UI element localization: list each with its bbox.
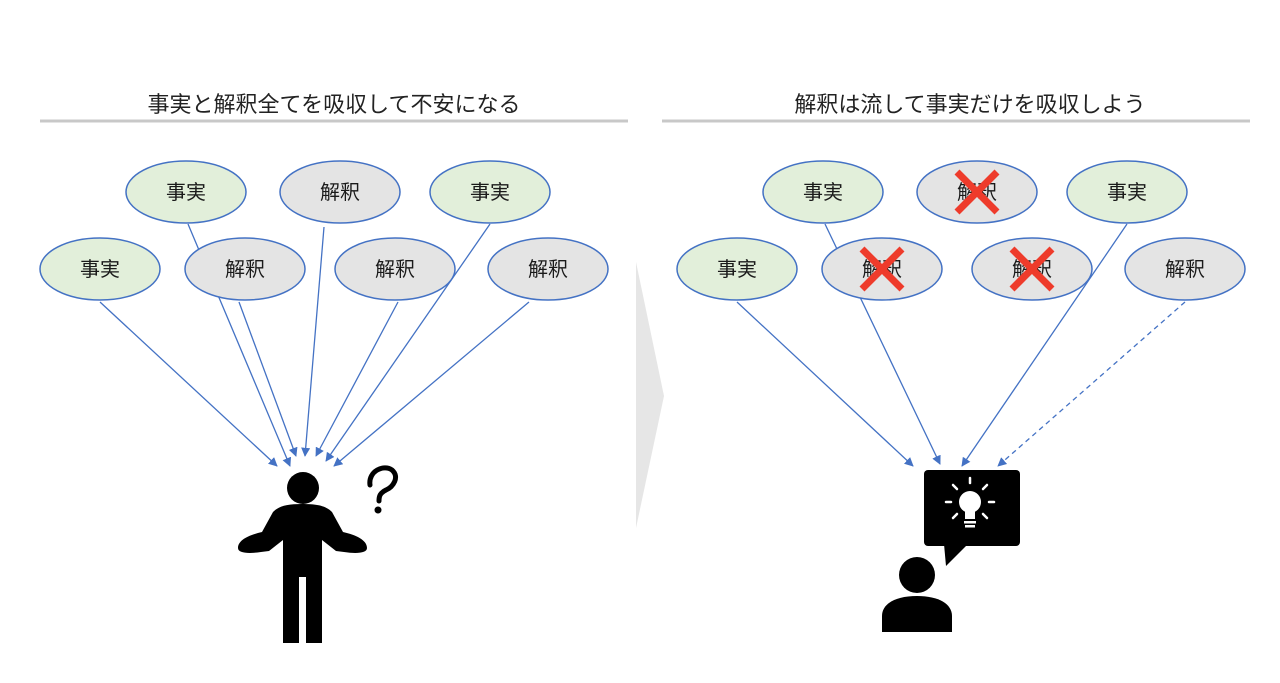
right-node-label: 事実 [803,180,843,204]
left-node-ellipse [334,237,456,301]
right-panel-title: 解釈は流して事実だけを吸収しよう [794,93,1145,118]
right-node-label: 事実 [1107,180,1147,204]
left-node-interpretation: 解釈 [184,237,306,301]
right-node-ellipse [762,160,884,224]
right-arrow-3 [736,301,914,467]
left-node-label: 解釈 [320,180,360,204]
left-arrow-2 [301,226,325,457]
right-node-interpretation: 解釈 [821,237,943,301]
left-node-label: 解釈 [375,257,415,281]
left-arrow-6 [315,301,399,457]
cross-icon [859,246,905,292]
left-node-label: 解釈 [225,257,265,281]
left-panel-arrows [99,223,530,467]
left-node-ellipse [429,160,551,224]
right-node-ellipse [676,237,798,301]
cross-icon [1009,246,1055,292]
left-node-ellipse [184,237,306,301]
left-node-fact: 事実 [125,160,247,224]
left-arrow-4 [99,301,278,467]
left-node-interpretation: 解釈 [279,160,401,224]
right-node-ellipse [1124,237,1246,301]
person-icon [882,557,952,632]
left-node-ellipse [39,237,161,301]
left-arrow-5 [238,301,298,457]
left-panel-title: 事実と解釈全てを吸収して不安になる [148,93,521,118]
left-node-fact: 事実 [39,237,161,301]
left-panel-nodes: 事実解釈事実事実解釈解釈解釈 [39,160,609,301]
right-node-fact: 事実 [676,237,798,301]
right-node-interpretation: 解釈 [971,237,1093,301]
left-node-label: 解釈 [528,257,568,281]
left-node-label: 事実 [80,257,120,281]
right-node-label: 事実 [717,257,757,281]
right-node-ellipse [1066,160,1188,224]
lightbulb-icon [944,476,996,528]
left-node-fact: 事実 [429,160,551,224]
right-arrow-2 [961,223,1128,467]
confused-person-icon [238,472,367,643]
left-node-label: 事実 [470,180,510,204]
left-node-ellipse [125,160,247,224]
divider-arrow-shape [636,262,664,528]
right-arrow-4 [997,301,1186,467]
right-node-interpretation: 解釈 [1124,237,1246,301]
right-node-fact: 事実 [1066,160,1188,224]
left-node-ellipse [279,160,401,224]
question-mark-icon [367,465,398,514]
left-arrow-7 [333,301,530,467]
cross-icon [954,169,1000,215]
lightbulb-speech-bubble-icon [924,470,1020,566]
left-arrow-3 [325,223,491,462]
right-node-interpretation: 解釈 [916,160,1038,224]
left-panel: 事実と解釈全てを吸収して不安になる 事実解釈事実事実解釈解釈解釈 [39,93,628,643]
left-node-interpretation: 解釈 [487,237,609,301]
left-node-label: 事実 [166,180,206,204]
left-node-interpretation: 解釈 [334,237,456,301]
right-node-label: 解釈 [1165,257,1205,281]
right-panel-arrows [736,223,1186,467]
left-node-ellipse [487,237,609,301]
right-node-fact: 事実 [762,160,884,224]
